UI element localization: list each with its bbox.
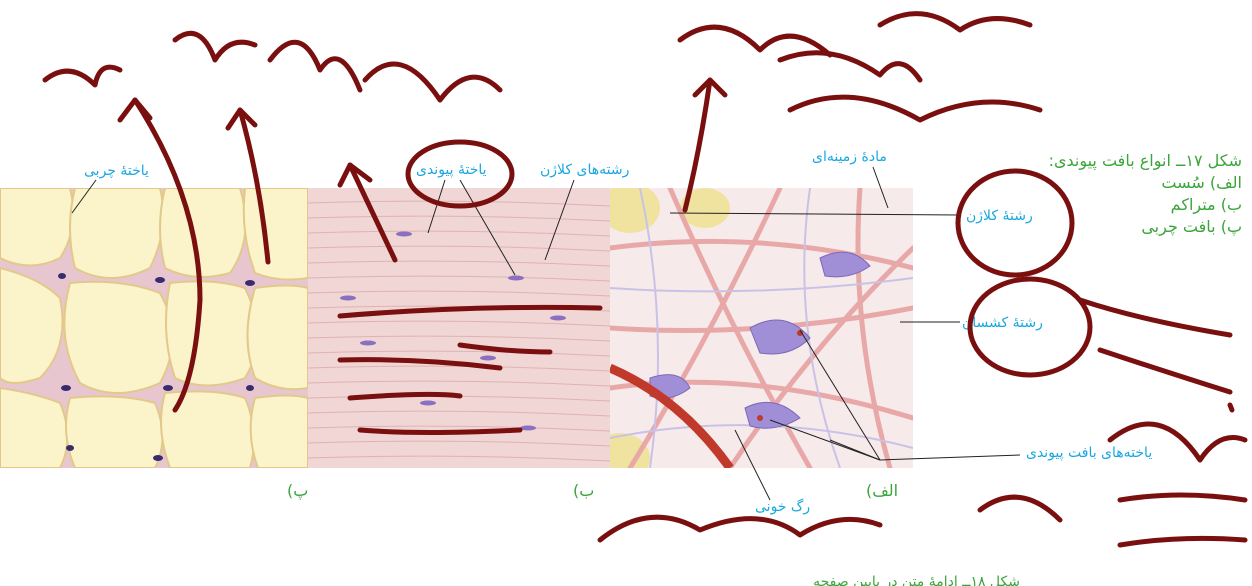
handwritten-ink	[45, 14, 1245, 545]
leader-lines	[72, 167, 1020, 500]
